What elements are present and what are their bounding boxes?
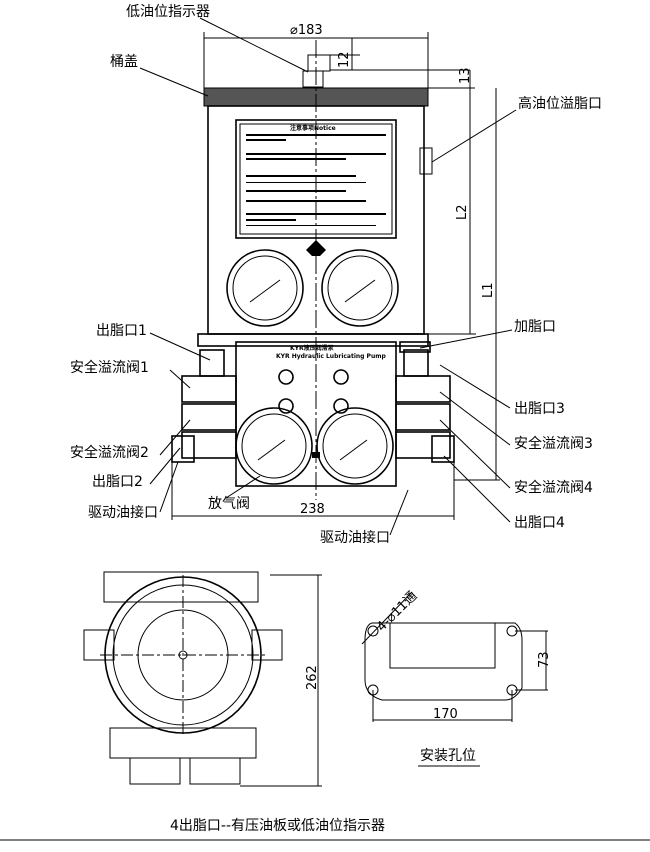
- dim-170-label: 170: [433, 707, 458, 722]
- label-fill-port: 加脂口: [514, 319, 556, 335]
- dim-183: ⌀183: [203, 23, 429, 90]
- label-relief1: 安全溢流阀1: [70, 359, 149, 376]
- drawing-caption: 4出脂口--有压油板或低油位指示器: [170, 818, 385, 834]
- dim-238-label: 238: [300, 502, 325, 517]
- upper-left-gauge: [226, 249, 304, 327]
- left-fittings: [171, 349, 237, 463]
- label-relief4: 安全溢流阀4: [514, 479, 593, 496]
- plate-knob: [333, 398, 349, 414]
- label-drive-port-bottom: 驱动油接口: [320, 529, 390, 546]
- label-relief2: 安全溢流阀2: [70, 444, 149, 461]
- label-outlet3: 出脂口3: [514, 401, 565, 417]
- notice-text-lines: [246, 134, 386, 226]
- leader-lines: [139, 17, 517, 536]
- dim-l2-label: L2: [455, 204, 470, 220]
- right-fittings: [395, 341, 455, 463]
- lower-left-gauge: [235, 407, 313, 485]
- high-overflow-port: [419, 147, 433, 175]
- label-bleed-valve: 放气阀: [208, 496, 250, 512]
- top-view: 262: [83, 571, 322, 787]
- upper-right-gauge: [321, 249, 399, 327]
- plate-knob: [333, 369, 349, 385]
- label-outlet1: 出脂口1: [96, 323, 147, 339]
- dim-73-label: 73: [537, 651, 552, 668]
- plate-knob: [278, 398, 294, 414]
- label-low-level-indicator: 低油位指示器: [126, 4, 210, 20]
- pump-top-flange: [197, 333, 429, 347]
- lower-right-gauge: [316, 407, 394, 485]
- dim-holes-label: 4-⌀11通: [374, 589, 420, 635]
- dim-l1-label: L1: [481, 282, 496, 298]
- low-level-indicator: [307, 54, 331, 72]
- notice-plate: [235, 119, 397, 239]
- dim-13-label: 13: [458, 67, 473, 84]
- label-outlet4: 出脂口4: [514, 515, 565, 531]
- plate-title-en: KYR Hydraulic Lubricating Pump: [276, 353, 386, 360]
- dim-diameter-label: ⌀183: [290, 23, 323, 38]
- plate-knob: [278, 369, 294, 385]
- logo: [306, 240, 326, 256]
- label-outlet2: 出脂口2: [92, 474, 143, 490]
- notice-title: 注意事项Notice: [290, 124, 336, 132]
- label-high-overflow: 高油位溢脂口: [518, 95, 602, 112]
- plate-title-cn: KYR液压润滑泵: [290, 344, 335, 352]
- mounting-plate: 73 170 4-⌀11通: [361, 589, 552, 722]
- indicator-nut: [302, 70, 324, 88]
- label-lid: 桶盖: [110, 54, 138, 70]
- label-mounting-holes: 安装孔位: [420, 748, 476, 764]
- dim-262-label: 262: [305, 665, 320, 690]
- bleed-valve: [312, 452, 320, 458]
- label-relief3: 安全溢流阀3: [514, 435, 593, 452]
- label-drive-port-left: 驱动油接口: [88, 504, 158, 521]
- dim-12-label: 12: [337, 51, 352, 68]
